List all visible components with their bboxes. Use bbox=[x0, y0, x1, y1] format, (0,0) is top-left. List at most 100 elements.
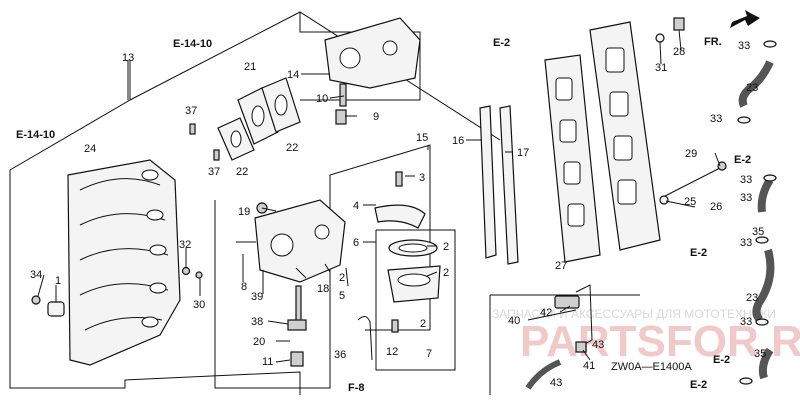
callout-22: 22 bbox=[236, 166, 248, 178]
callout-1: 1 bbox=[55, 275, 61, 287]
ref-e2-right-1: E-2 bbox=[734, 154, 751, 166]
callout-19: 19 bbox=[238, 206, 250, 218]
front-direction-arrow bbox=[730, 10, 760, 28]
screw-12 bbox=[391, 319, 399, 333]
manifold-plug bbox=[181, 266, 203, 279]
callout-18: 18 bbox=[317, 283, 329, 295]
callout-42: 42 bbox=[540, 307, 552, 319]
gasket-strip-16 bbox=[479, 105, 497, 259]
callout-41: 41 bbox=[583, 360, 595, 372]
callout-labels: 1 2 2 2 2 3 4 5 6 7 8 9 10 11 12 13 14 1… bbox=[30, 40, 766, 389]
callout-5: 5 bbox=[339, 290, 345, 302]
callout-2: 2 bbox=[443, 267, 449, 279]
manifold-grommet bbox=[47, 301, 65, 317]
callout-40: 40 bbox=[508, 315, 520, 327]
callout-20: 20 bbox=[253, 336, 265, 348]
callout-34: 34 bbox=[30, 269, 42, 281]
direction-label: FR. bbox=[704, 36, 722, 48]
fuel-joint-42 bbox=[554, 295, 580, 309]
intake-plate bbox=[589, 21, 661, 251]
callout-36: 36 bbox=[334, 349, 346, 361]
watermark-logo: PARTSFOR.RU bbox=[520, 317, 800, 366]
callout-26: 26 bbox=[710, 201, 722, 213]
leader-lines bbox=[37, 29, 721, 363]
callout-2: 2 bbox=[420, 318, 426, 330]
hose-35 bbox=[757, 177, 774, 380]
callout-2: 2 bbox=[339, 272, 345, 284]
callout-17: 17 bbox=[517, 147, 529, 159]
silencer-gasket bbox=[388, 239, 438, 257]
callout-9: 9 bbox=[373, 111, 379, 123]
callout-4: 4 bbox=[353, 200, 359, 212]
diagram-code: ZW0A—E1400A bbox=[611, 361, 692, 373]
callout-33: 33 bbox=[738, 40, 750, 52]
breather-hose-36 bbox=[357, 316, 373, 361]
ref-e2-top: E-2 bbox=[493, 37, 510, 49]
callout-15: 15 bbox=[416, 132, 428, 144]
bolt-29 bbox=[664, 161, 727, 197]
callout-6: 6 bbox=[353, 237, 359, 249]
washer-25 bbox=[659, 195, 669, 205]
callout-33: 33 bbox=[740, 174, 752, 186]
callout-43: 43 bbox=[550, 377, 562, 389]
callout-3: 3 bbox=[419, 172, 425, 184]
callout-31: 31 bbox=[655, 62, 667, 74]
callout-24: 24 bbox=[84, 143, 96, 155]
callout-23: 23 bbox=[746, 82, 758, 94]
callout-10: 10 bbox=[316, 93, 328, 105]
carburetor-top bbox=[324, 17, 421, 125]
callout-38: 38 bbox=[251, 316, 263, 328]
clip-33 bbox=[737, 40, 777, 385]
callout-28: 28 bbox=[673, 46, 685, 58]
callout-30: 30 bbox=[193, 299, 205, 311]
callout-37: 37 bbox=[208, 166, 220, 178]
dowel-pin-37 bbox=[189, 123, 220, 161]
ref-e2-right-3: E-2 bbox=[713, 354, 730, 366]
callout-33: 33 bbox=[740, 237, 752, 249]
callout-2: 2 bbox=[443, 241, 449, 253]
callout-11: 11 bbox=[262, 356, 273, 368]
ref-e2-right-4: E-2 bbox=[690, 379, 707, 391]
callout-21: 21 bbox=[244, 61, 256, 73]
callout-23: 23 bbox=[746, 292, 758, 304]
intake-manifold bbox=[67, 159, 181, 366]
callout-16: 16 bbox=[452, 135, 464, 147]
ref-f8: F-8 bbox=[348, 382, 365, 394]
callout-35: 35 bbox=[752, 226, 764, 238]
manifold-gasket-plate bbox=[544, 54, 601, 263]
bolt-28 bbox=[673, 17, 685, 31]
callout-27: 27 bbox=[555, 260, 567, 272]
callout-12: 12 bbox=[386, 346, 398, 358]
callout-33: 33 bbox=[710, 113, 722, 125]
callout-7: 7 bbox=[426, 348, 432, 360]
insulator-22-left bbox=[217, 117, 255, 161]
callout-35: 35 bbox=[754, 348, 766, 360]
ref-e14-left: E-14-10 bbox=[16, 129, 55, 141]
fuel-hose-43 bbox=[525, 359, 562, 390]
ref-e14-top: E-14-10 bbox=[173, 38, 212, 50]
callout-22: 22 bbox=[286, 142, 298, 154]
assembly-bracket-lines bbox=[9, 11, 640, 395]
callout-14: 14 bbox=[287, 69, 299, 81]
hose-23-top bbox=[738, 60, 774, 108]
callout-33: 33 bbox=[740, 192, 752, 204]
callout-8: 8 bbox=[241, 281, 247, 293]
callout-39: 39 bbox=[251, 291, 263, 303]
clamp-band bbox=[374, 171, 426, 229]
manifold-bolt bbox=[31, 295, 41, 305]
ref-e2-right-2: E-2 bbox=[690, 247, 707, 259]
carb-gasket-21 bbox=[237, 87, 279, 145]
callout-25: 25 bbox=[684, 196, 696, 208]
callout-13: 13 bbox=[122, 52, 134, 64]
silencer-body bbox=[387, 265, 441, 303]
callout-29: 29 bbox=[685, 148, 697, 160]
carburetor-middle bbox=[254, 199, 346, 367]
callout-37: 37 bbox=[185, 105, 197, 117]
callout-43: 43 bbox=[592, 339, 604, 351]
callout-32: 32 bbox=[179, 239, 191, 251]
hose-23-middle bbox=[752, 248, 775, 323]
fuel-valve-41 bbox=[575, 341, 587, 353]
insulator-22-top bbox=[261, 77, 301, 133]
washer-31 bbox=[655, 33, 665, 43]
